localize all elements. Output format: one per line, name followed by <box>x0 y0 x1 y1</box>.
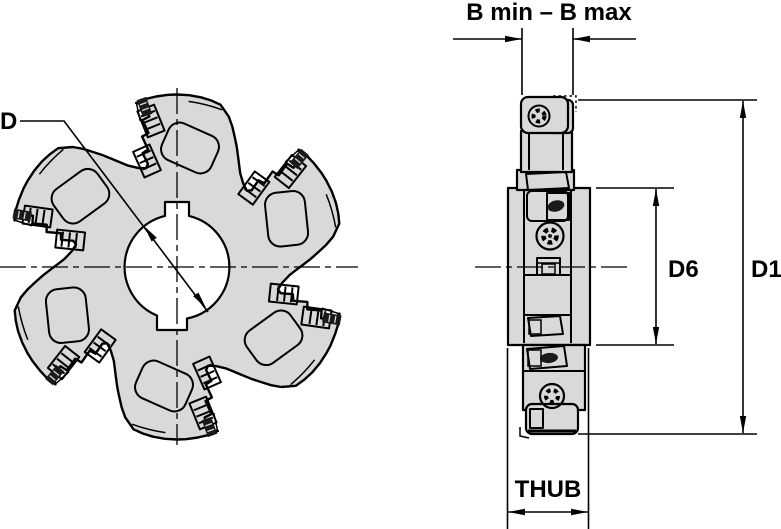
front-view: D <box>0 88 358 445</box>
shoulder-insert <box>525 171 570 191</box>
leading-edge-line <box>135 103 141 122</box>
insert-screw-bottom <box>538 382 566 410</box>
insert-screw-top <box>527 104 551 128</box>
lower-pocket <box>526 345 568 370</box>
label-bore-diameter: D <box>0 108 17 135</box>
arrowhead <box>739 101 747 118</box>
arrowhead <box>652 327 660 344</box>
chamfer-arc <box>188 100 223 111</box>
corner-notch <box>519 427 530 439</box>
lower-section <box>521 343 587 412</box>
bore-diameter-leader <box>20 120 209 313</box>
arrowhead <box>144 226 157 242</box>
arrowhead <box>739 416 747 433</box>
screw-drive-icon <box>531 108 547 124</box>
label-outer-diameter: D1 <box>751 256 781 283</box>
screw-drive-icon <box>541 227 559 245</box>
label-width-range: B min – B max <box>466 0 632 26</box>
label-hub-width: THUB <box>515 476 582 503</box>
arrowhead <box>193 292 206 308</box>
screw-drive-icon <box>544 388 560 404</box>
alternate-position-dotted <box>553 95 577 112</box>
arrowhead <box>652 189 660 206</box>
chip-pocket <box>547 200 565 212</box>
tooth-detail <box>132 96 223 179</box>
dimensions: B min – B max D1 D6 THUB <box>453 0 781 529</box>
insert-pocket-outline <box>160 121 220 175</box>
insert-screw-mid <box>535 221 565 251</box>
serrated-insert-inner <box>132 143 162 179</box>
side-view <box>475 95 627 439</box>
arrowhead <box>571 508 588 516</box>
hub-pocket-lower <box>527 315 564 337</box>
arrowhead <box>508 508 525 516</box>
label-hub-diameter: D6 <box>668 256 699 283</box>
arrowhead <box>505 35 522 43</box>
arrowhead <box>573 35 590 43</box>
tip-insert <box>136 96 153 118</box>
